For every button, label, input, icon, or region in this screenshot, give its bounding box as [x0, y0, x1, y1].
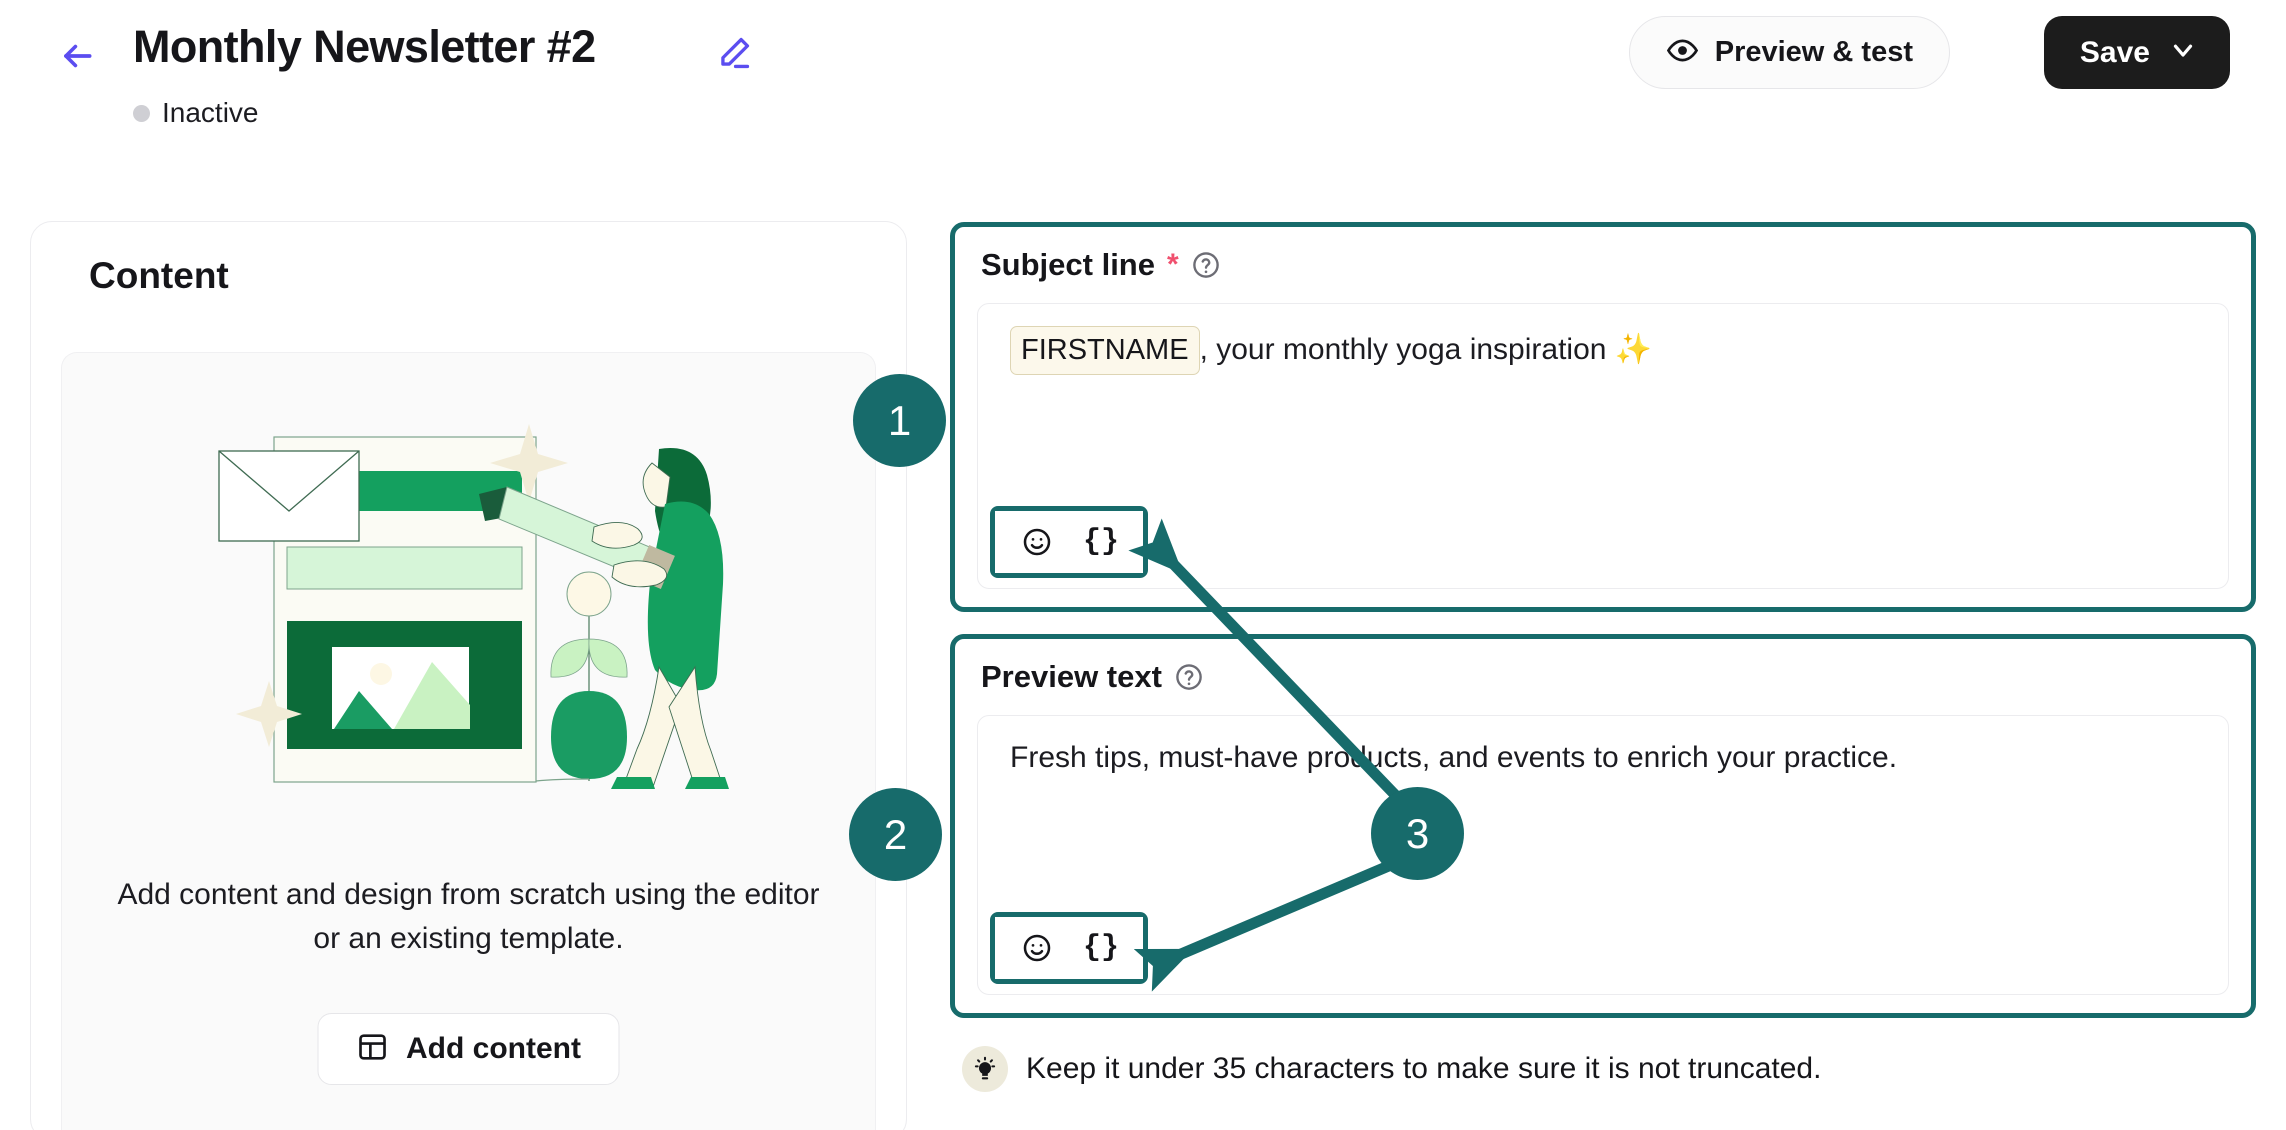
save-label: Save: [2079, 35, 2150, 69]
content-card: Content: [30, 221, 907, 1130]
add-content-button[interactable]: Add content: [317, 1013, 620, 1085]
add-content-label: Add content: [406, 1032, 581, 1065]
subject-line-label: Subject line: [981, 247, 1155, 282]
preview-text-value: Fresh tips, must-have products, and even…: [1010, 741, 1898, 774]
empty-state-text: Add content and design from scratch usin…: [117, 878, 820, 956]
preview-text-panel: Preview text Fresh tips, must-have produ…: [950, 634, 2256, 1018]
subject-toolbar-highlight: {}: [990, 506, 1148, 578]
subject-line-label-row: Subject line *: [981, 247, 1221, 283]
subject-line-value: FIRSTNAME, your monthly yoga inspiration…: [1010, 326, 2196, 376]
subject-toolbar: {}: [995, 511, 1143, 573]
eye-icon: [1666, 34, 1699, 72]
preview-toolbar-highlight: {}: [990, 912, 1148, 984]
annotation-badge-3: 3: [1371, 787, 1464, 880]
subject-line-rest: , your monthly yoga inspiration ✨: [1199, 333, 1653, 367]
preview-text-input[interactable]: Fresh tips, must-have products, and even…: [977, 715, 2229, 995]
status-badge: Inactive: [133, 97, 259, 129]
preview-text-label: Preview text: [981, 659, 1162, 694]
preview-and-test-label: Preview & test: [1714, 36, 1913, 68]
emoji-icon[interactable]: [1009, 519, 1065, 565]
merge-tag-firstname[interactable]: FIRSTNAME: [1010, 326, 1200, 376]
content-card-title: Content: [89, 255, 229, 296]
page-header: Monthly Newsletter #2 Inactive Preview &…: [0, 0, 2286, 148]
content-empty-state: Add content and design from scratch usin…: [61, 352, 876, 1130]
required-asterisk: *: [1166, 248, 1179, 281]
email-design-illustration: [189, 399, 749, 789]
page-title: Monthly Newsletter #2: [133, 21, 596, 72]
status-label: Inactive: [162, 97, 259, 128]
preview-toolbar: {}: [995, 917, 1143, 979]
question-circle-icon[interactable]: [1174, 662, 1204, 692]
preview-text-label-row: Preview text: [981, 659, 1204, 695]
subject-line-input[interactable]: FIRSTNAME, your monthly yoga inspiration…: [977, 303, 2229, 589]
subject-line-panel: Subject line * FIRSTNAME, your monthly y…: [950, 222, 2256, 612]
question-circle-icon[interactable]: [1191, 250, 1221, 280]
preview-and-test-button[interactable]: Preview & test: [1628, 16, 1950, 89]
hint-text: Keep it under 35 characters to make sure…: [1026, 1052, 1822, 1085]
pencil-icon[interactable]: [715, 34, 755, 74]
chevron-down-icon[interactable]: [2168, 35, 2198, 70]
annotation-badge-1: 1: [853, 374, 946, 467]
save-button[interactable]: Save: [2043, 16, 2230, 89]
emoji-icon[interactable]: [1009, 925, 1065, 971]
merge-tag-icon[interactable]: {}: [1082, 525, 1119, 559]
merge-tag-icon[interactable]: {}: [1082, 931, 1119, 965]
status-dot-icon: [133, 104, 150, 122]
back-arrow-icon[interactable]: [56, 35, 98, 77]
lightbulb-icon: [962, 1046, 1008, 1092]
hint-row: Keep it under 35 characters to make sure…: [962, 1046, 1821, 1092]
annotation-badge-2: 2: [849, 788, 942, 881]
layout-icon: [356, 1031, 388, 1068]
